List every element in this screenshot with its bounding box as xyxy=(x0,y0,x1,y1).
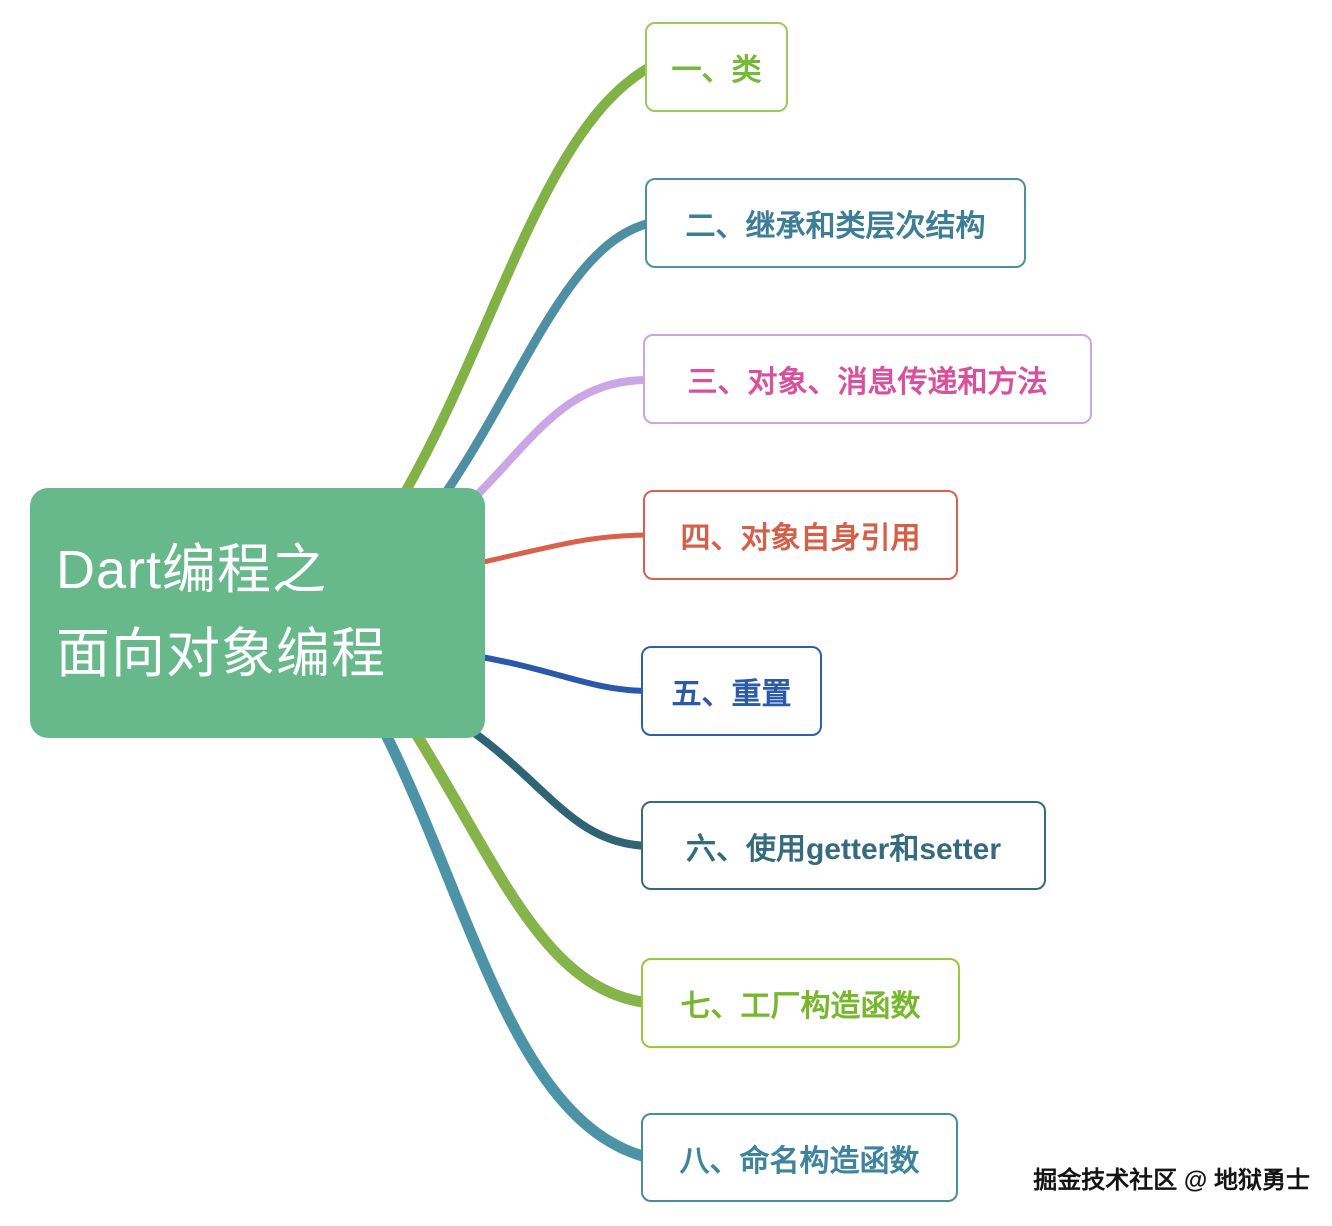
branch-label: 二、继承和类层次结构 xyxy=(685,210,986,243)
branch-node-objects-messages-methods[interactable]: 三、对象、消息传递和方法 xyxy=(643,334,1092,424)
branch-node-reset[interactable]: 五、重置 xyxy=(641,646,822,736)
branch-node-named-constructor[interactable]: 八、命名构造函数 xyxy=(641,1113,958,1202)
branch-label: 六、使用getter和setter xyxy=(685,832,1002,866)
branch-label: 八、命名构造函数 xyxy=(679,1144,920,1178)
branch-node-inheritance[interactable]: 二、继承和类层次结构 xyxy=(645,178,1026,268)
edge-branch-4 xyxy=(467,532,653,568)
branch-label: 四、对象自身引用 xyxy=(680,522,921,555)
branch-node-self-reference[interactable]: 四、对象自身引用 xyxy=(643,490,958,580)
branch-node-class[interactable]: 一、类 xyxy=(645,22,788,112)
branch-label: 五、重置 xyxy=(671,678,792,711)
branch-node-factory-constructor[interactable]: 七、工厂构造函数 xyxy=(641,958,960,1048)
root-node-title-line1: Dart编程之 xyxy=(56,540,328,601)
edge-branch-5 xyxy=(467,652,653,694)
watermark-text: 掘金技术社区 @ 地狱勇士 xyxy=(1033,1167,1310,1194)
branch-label: 七、工厂构造函数 xyxy=(680,990,921,1023)
branch-label: 三、对象、消息传递和方法 xyxy=(687,366,1048,399)
branch-node-getter-setter[interactable]: 六、使用getter和setter xyxy=(641,801,1046,890)
branch-label: 一、类 xyxy=(671,54,762,87)
root-node[interactable]: Dart编程之 面向对象编程 xyxy=(30,488,485,738)
root-node-title-line2: 面向对象编程 xyxy=(56,624,386,684)
